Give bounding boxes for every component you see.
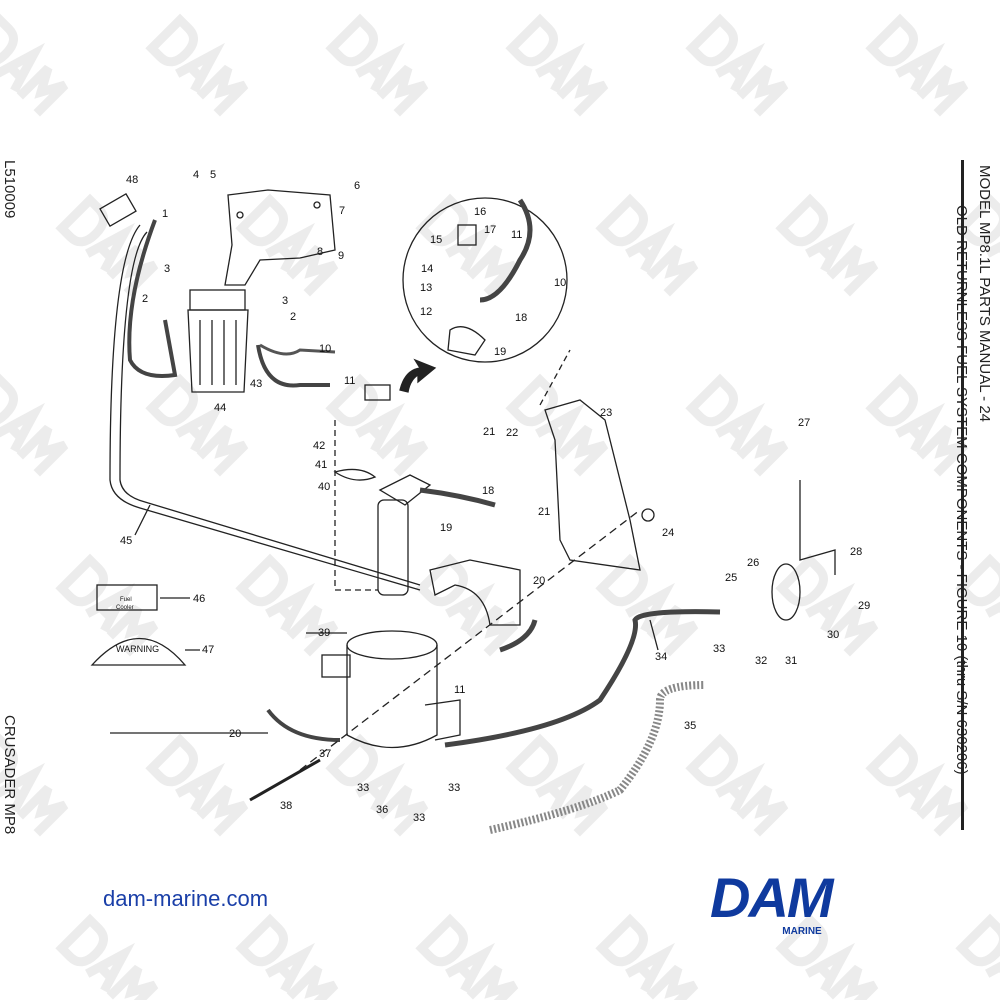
fuel-line-45 bbox=[109, 224, 421, 591]
bolt-38 bbox=[249, 758, 321, 802]
filter-head bbox=[189, 289, 246, 311]
callout-11: 11 bbox=[511, 229, 522, 241]
decal-text-fuel: Fuel bbox=[120, 597, 132, 603]
callout-27: 27 bbox=[798, 417, 810, 429]
callout-36: 36 bbox=[376, 804, 388, 816]
strap-20-lower bbox=[266, 708, 341, 742]
callout-26: 26 bbox=[747, 557, 759, 569]
nut-24 bbox=[641, 508, 655, 522]
callout-42: 42 bbox=[313, 440, 325, 452]
callout-4: 4 bbox=[193, 169, 199, 181]
fuel-cooler-39 bbox=[346, 645, 438, 749]
website-link[interactable]: dam-marine.com bbox=[103, 886, 269, 911]
callout-11: 11 bbox=[454, 684, 465, 696]
callout-23: 23 bbox=[600, 407, 612, 419]
warning-text: WARNING bbox=[116, 644, 159, 654]
callout-48: 48 bbox=[126, 174, 138, 186]
callout-33: 33 bbox=[713, 643, 725, 655]
fuel-filter-44 bbox=[187, 309, 249, 393]
callout-11: 11 bbox=[344, 375, 355, 387]
decal-text-cooler: Cooler bbox=[116, 605, 134, 611]
callout-20: 20 bbox=[229, 728, 241, 740]
callout-17: 17 bbox=[484, 224, 496, 236]
callout-12: 12 bbox=[420, 306, 432, 318]
callout-16: 16 bbox=[474, 206, 486, 218]
callout-29: 29 bbox=[858, 600, 870, 612]
callout-5: 5 bbox=[210, 169, 216, 181]
fuel-line-10 bbox=[256, 344, 330, 388]
title-divider bbox=[961, 160, 964, 830]
callout-33: 33 bbox=[448, 782, 460, 794]
fuel-line-45-b bbox=[119, 231, 421, 586]
callout-19: 19 bbox=[440, 522, 452, 534]
callout-20: 20 bbox=[533, 575, 545, 587]
logo-text: DAM bbox=[710, 866, 834, 929]
callout-33: 33 bbox=[413, 812, 425, 824]
washer-40 bbox=[333, 468, 377, 481]
callout-35: 35 bbox=[684, 720, 696, 732]
callout-18: 18 bbox=[515, 312, 527, 324]
callout-43: 43 bbox=[250, 378, 262, 390]
callout-32: 32 bbox=[755, 655, 767, 667]
hose-34 bbox=[444, 609, 721, 748]
callout-14: 14 bbox=[421, 263, 433, 275]
detail-arrow-icon bbox=[399, 358, 437, 393]
callout-10: 10 bbox=[554, 277, 566, 289]
callout-30: 30 bbox=[827, 629, 839, 641]
callout-2: 2 bbox=[142, 293, 148, 305]
strap-20 bbox=[429, 559, 521, 626]
callout-21: 21 bbox=[538, 506, 550, 518]
fuel-pump-19 bbox=[377, 499, 409, 596]
logo-subtext: MARINE bbox=[782, 926, 822, 937]
callout-25: 25 bbox=[725, 572, 737, 584]
fuel-cooler-top bbox=[346, 630, 438, 660]
callout-8: 8 bbox=[317, 246, 323, 258]
callout-10: 10 bbox=[319, 343, 331, 355]
callout-38: 38 bbox=[280, 800, 292, 812]
callout-21: 21 bbox=[483, 426, 495, 438]
callout-33: 33 bbox=[357, 782, 369, 794]
decal-46 bbox=[96, 584, 158, 611]
callout-44: 44 bbox=[214, 402, 226, 414]
bracket-27 bbox=[799, 480, 836, 575]
callout-3: 3 bbox=[164, 263, 170, 275]
callout-31: 31 bbox=[785, 655, 797, 667]
callout-24: 24 bbox=[662, 527, 674, 539]
callout-6: 6 bbox=[354, 180, 360, 192]
callout-7: 7 bbox=[339, 205, 345, 217]
callout-39: 39 bbox=[318, 627, 330, 639]
pump-top-19 bbox=[447, 326, 486, 356]
hose-35 bbox=[489, 681, 706, 834]
callout-34: 34 bbox=[655, 651, 667, 663]
fuel-line-1 bbox=[127, 219, 178, 378]
callout-40: 40 bbox=[318, 481, 330, 493]
detail-view-circle bbox=[402, 197, 568, 363]
callout-15: 15 bbox=[430, 234, 442, 246]
callout-45: 45 bbox=[120, 535, 132, 547]
clip-48 bbox=[99, 192, 137, 228]
callout-28: 28 bbox=[850, 546, 862, 558]
callout-9: 9 bbox=[338, 250, 344, 262]
callout-13: 13 bbox=[420, 282, 432, 294]
bracket-7 bbox=[224, 189, 336, 286]
sensor-31 bbox=[771, 563, 801, 621]
callout-46: 46 bbox=[193, 593, 205, 605]
callout-47: 47 bbox=[202, 644, 214, 656]
callout-22: 22 bbox=[506, 427, 518, 439]
elbow-fitting bbox=[364, 384, 391, 401]
callout-41: 41 bbox=[315, 459, 327, 471]
bracket-23 bbox=[544, 399, 641, 571]
callout-2: 2 bbox=[290, 311, 296, 323]
dam-marine-logo: DAM MARINE bbox=[710, 866, 894, 938]
callout-18: 18 bbox=[482, 485, 494, 497]
warning-decal-47 bbox=[90, 637, 187, 666]
callout-19: 19 bbox=[494, 346, 506, 358]
callout-3: 3 bbox=[282, 295, 288, 307]
callout-1: 1 bbox=[162, 208, 168, 220]
callout-37: 37 bbox=[319, 748, 331, 760]
part-16 bbox=[457, 224, 477, 246]
